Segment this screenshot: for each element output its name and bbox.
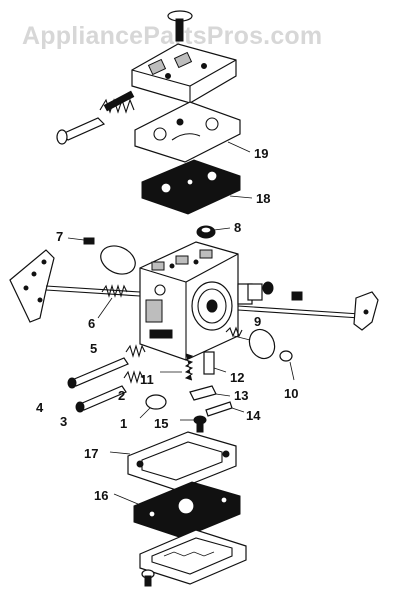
label-part-14: 14 [246, 408, 261, 423]
label-part-19: 19 [254, 146, 268, 161]
choke-lever [9, 249, 141, 323]
label-part-9: 9 [254, 314, 261, 329]
part-8-screen [196, 225, 231, 239]
part-17-metering-gasket [109, 431, 237, 491]
watermark: AppliancePartsPros.com [22, 22, 322, 50]
label-part-4: 4 [36, 400, 44, 415]
carburetor-body [139, 241, 253, 361]
label-part-1: 1 [120, 416, 127, 431]
throttle-shaft-lever [237, 281, 379, 331]
label-part-6: 6 [88, 316, 95, 331]
label-part-12: 12 [230, 370, 244, 385]
part-15-screw [180, 415, 207, 433]
part-9-throttle-plate [225, 326, 276, 360]
label-part-15: 15 [154, 416, 168, 431]
part-1-washer [139, 394, 167, 419]
part-14-pin [205, 401, 245, 417]
label-part-16: 16 [94, 488, 108, 503]
part-18-pump-gasket [141, 159, 253, 215]
part-3-needle [75, 385, 127, 413]
label-part-8: 8 [234, 220, 241, 235]
part-16-metering-diaphragm [113, 481, 241, 539]
label-part-7: 7 [56, 229, 63, 244]
part-2-spring [123, 370, 144, 384]
part-11-spring [160, 353, 194, 381]
part-12-inlet-needle [203, 351, 227, 375]
label-part-13: 13 [234, 388, 248, 403]
part-5-spring [125, 344, 146, 358]
label-part-11: 11 [140, 372, 154, 387]
pump-cover-assembly [56, 10, 237, 145]
part-4-needle [67, 357, 129, 389]
label-part-3: 3 [60, 414, 67, 429]
part-6-spring [97, 284, 128, 319]
label-part-2: 2 [118, 388, 125, 403]
metering-cover [139, 529, 247, 587]
part-7-throttle-screw-plate [67, 237, 136, 275]
label-part-5: 5 [90, 341, 97, 356]
part-10-screw [279, 350, 295, 381]
part-19-pump-diaphragm [134, 101, 251, 163]
label-part-17: 17 [84, 446, 98, 461]
part-13-lever [189, 385, 231, 401]
label-part-18: 18 [256, 191, 270, 206]
label-part-10: 10 [284, 386, 298, 401]
